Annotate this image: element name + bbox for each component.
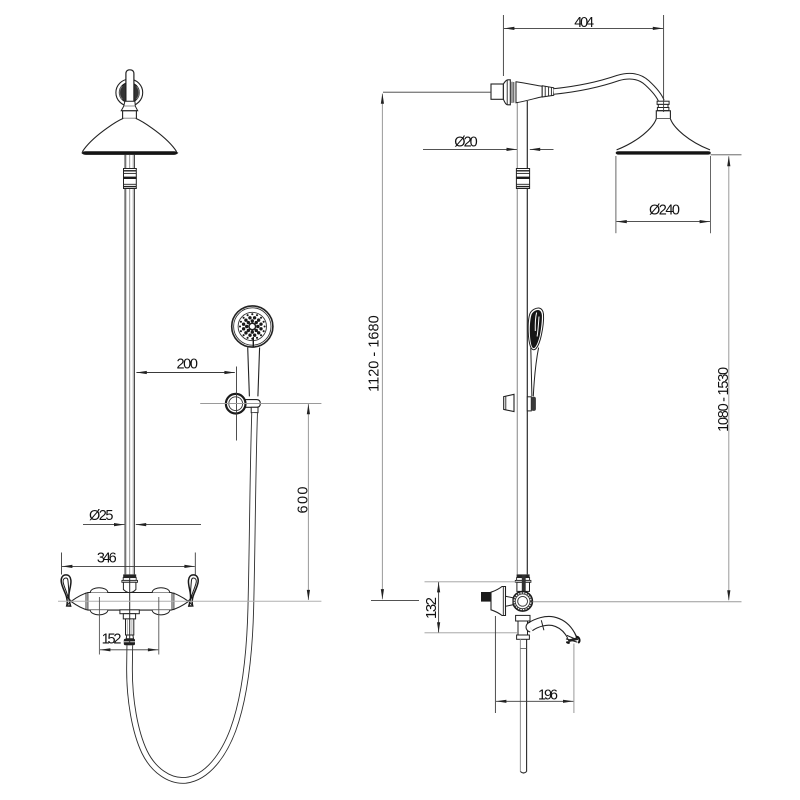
svg-text:600: 600 xyxy=(296,487,312,514)
svg-text:196: 196 xyxy=(538,688,558,704)
svg-text:1080 - 1530: 1080 - 1530 xyxy=(716,367,732,432)
svg-text:346: 346 xyxy=(97,551,117,567)
svg-text:Ø25: Ø25 xyxy=(89,508,114,524)
svg-text:132: 132 xyxy=(423,597,440,619)
svg-text:Ø20: Ø20 xyxy=(454,135,478,151)
svg-text:Ø240: Ø240 xyxy=(649,202,680,218)
svg-text:200: 200 xyxy=(176,356,198,372)
svg-text:152: 152 xyxy=(102,632,122,648)
svg-text:1120 - 1680: 1120 - 1680 xyxy=(366,315,382,392)
svg-text:404: 404 xyxy=(574,15,594,31)
